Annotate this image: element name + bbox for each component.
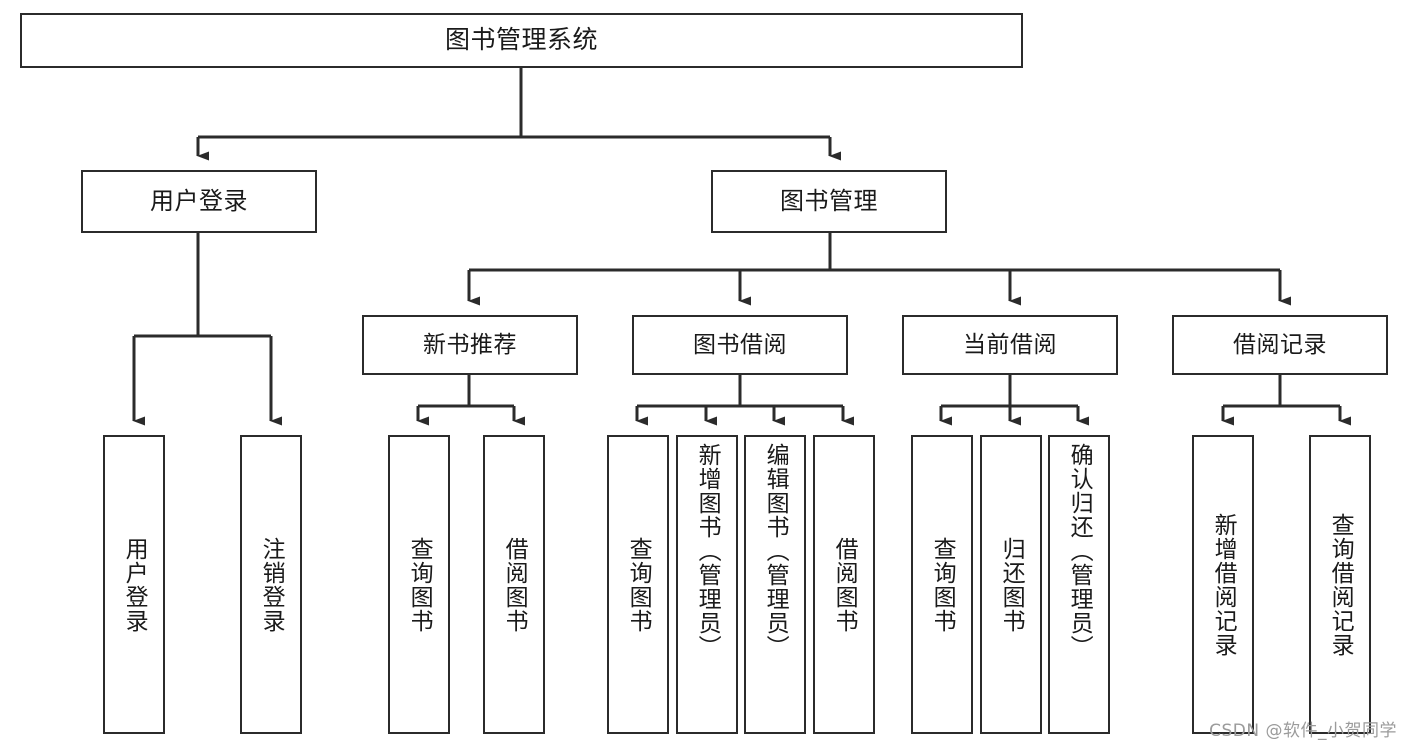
node-leaf-label: 借阅图书 xyxy=(501,536,528,633)
node-leaf-book-borrow-edit[interactable]: 编辑图书（管理员） xyxy=(744,435,806,734)
node-book-manage-label: 图书管理 xyxy=(780,186,878,215)
node-root[interactable]: 图书管理系统 xyxy=(20,13,1023,68)
node-new-book-recommend[interactable]: 新书推荐 xyxy=(362,315,578,375)
node-leaf-new-book-query[interactable]: 查询图书 xyxy=(388,435,450,734)
node-user-login-label: 用户登录 xyxy=(150,186,248,215)
node-user-login[interactable]: 用户登录 xyxy=(81,170,317,233)
node-leaf-borrow-record-add[interactable]: 新增借阅记录 xyxy=(1192,435,1254,734)
node-leaf-current-borrow-return[interactable]: 归还图书 xyxy=(980,435,1042,734)
node-leaf-label: 注销登录 xyxy=(258,536,285,633)
node-borrow-record[interactable]: 借阅记录 xyxy=(1172,315,1388,375)
node-leaf-label: 新增图书（管理员） xyxy=(694,443,721,659)
node-leaf-book-borrow-add[interactable]: 新增图书（管理员） xyxy=(676,435,738,734)
node-leaf-label: 用户登录 xyxy=(121,536,148,633)
node-leaf-label: 编辑图书（管理员） xyxy=(762,443,789,659)
node-leaf-label: 借阅图书 xyxy=(831,536,858,633)
node-current-borrow[interactable]: 当前借阅 xyxy=(902,315,1118,375)
node-leaf-book-borrow-query[interactable]: 查询图书 xyxy=(607,435,669,734)
node-leaf-borrow-record-query[interactable]: 查询借阅记录 xyxy=(1309,435,1371,734)
node-leaf-label: 查询图书 xyxy=(929,536,956,633)
node-current-borrow-label: 当前借阅 xyxy=(963,331,1057,358)
node-leaf-label: 归还图书 xyxy=(998,536,1025,633)
node-book-borrow[interactable]: 图书借阅 xyxy=(632,315,848,375)
node-book-borrow-label: 图书借阅 xyxy=(693,331,787,358)
node-leaf-label: 查询图书 xyxy=(406,536,433,633)
node-leaf-label: 确认归还（管理员） xyxy=(1066,443,1093,659)
node-leaf-current-borrow-query[interactable]: 查询图书 xyxy=(911,435,973,734)
node-leaf-label: 查询图书 xyxy=(625,536,652,633)
node-leaf-user-login-logout[interactable]: 注销登录 xyxy=(240,435,302,734)
node-leaf-user-login-login[interactable]: 用户登录 xyxy=(103,435,165,734)
node-leaf-current-borrow-confirm[interactable]: 确认归还（管理员） xyxy=(1048,435,1110,734)
node-root-label: 图书管理系统 xyxy=(444,25,598,55)
node-book-manage[interactable]: 图书管理 xyxy=(711,170,947,233)
node-leaf-label: 新增借阅记录 xyxy=(1210,512,1237,657)
node-new-book-recommend-label: 新书推荐 xyxy=(423,331,517,358)
node-leaf-label: 查询借阅记录 xyxy=(1327,512,1354,657)
node-leaf-new-book-borrow[interactable]: 借阅图书 xyxy=(483,435,545,734)
node-leaf-book-borrow-borrow[interactable]: 借阅图书 xyxy=(813,435,875,734)
node-borrow-record-label: 借阅记录 xyxy=(1233,331,1327,358)
